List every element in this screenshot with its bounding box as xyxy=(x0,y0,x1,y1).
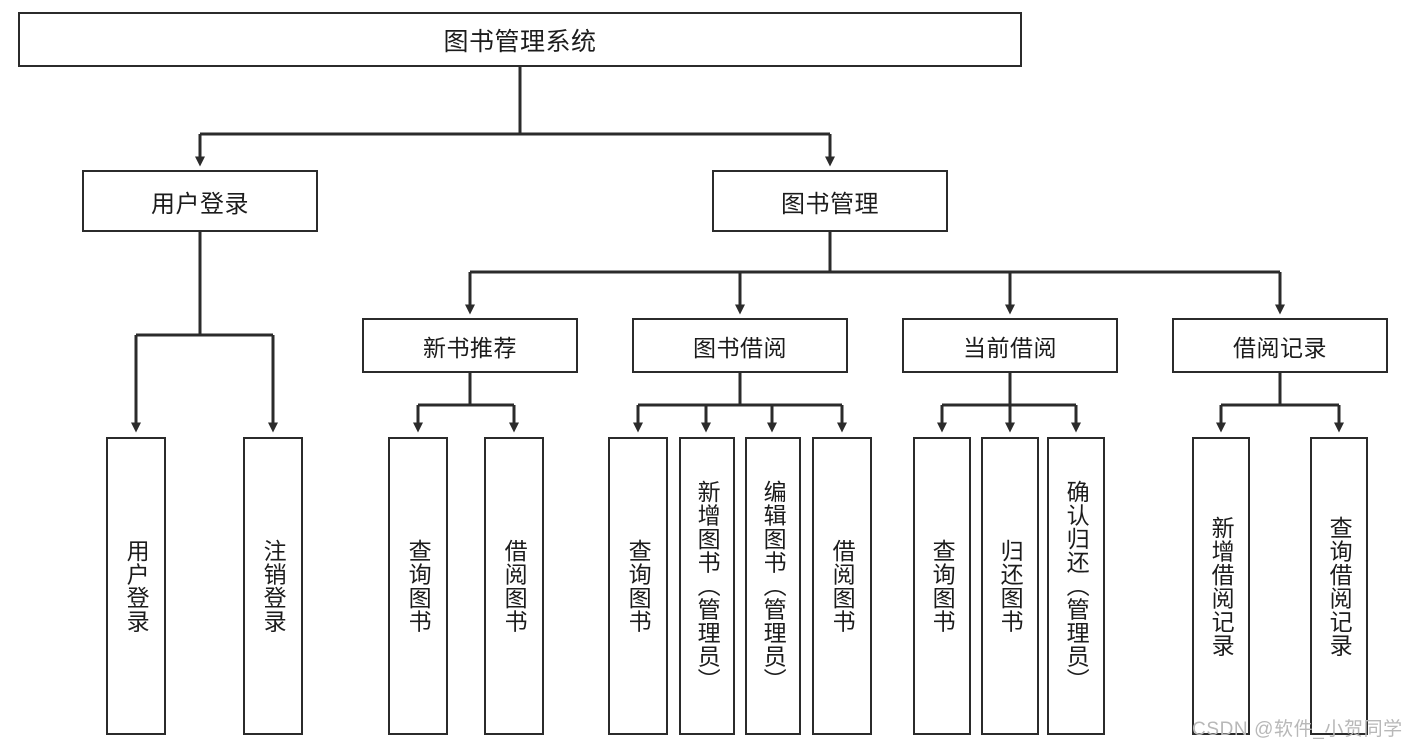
node-label: 新增借阅记录 xyxy=(1208,515,1235,657)
node-label: 查询图书 xyxy=(405,539,432,633)
node-user-login[interactable]: 用户登录 xyxy=(82,170,318,232)
node-book-management[interactable]: 图书管理 xyxy=(712,170,948,232)
node-label: 图书管理系统 xyxy=(443,27,597,56)
node-label: 查询借阅记录 xyxy=(1326,515,1353,657)
node-label: 借阅图书 xyxy=(829,539,856,633)
csdn-watermark: CSDN @软件_小贺同学 xyxy=(1192,719,1403,740)
node-current-borrow[interactable]: 当前借阅 xyxy=(902,318,1118,373)
node-borrow-record[interactable]: 借阅记录 xyxy=(1172,318,1388,373)
node-label: 查询图书 xyxy=(929,539,956,633)
node-label: 借阅记录 xyxy=(1233,334,1327,361)
node-label: 注销登录 xyxy=(260,539,287,633)
leaf-current-return-book[interactable]: 归还图书 xyxy=(981,437,1039,735)
node-label: 图书借阅 xyxy=(693,334,787,361)
leaf-recommend-query-book[interactable]: 查询图书 xyxy=(388,437,448,735)
node-label: 编辑图书（管理员） xyxy=(760,480,787,692)
node-label: 当前借阅 xyxy=(963,334,1057,361)
leaf-user-login[interactable]: 用户登录 xyxy=(106,437,166,735)
node-label: 查询图书 xyxy=(625,539,652,633)
leaf-borrow-add-book-admin[interactable]: 新增图书（管理员） xyxy=(679,437,735,735)
node-label: 用户登录 xyxy=(151,190,249,218)
node-label: 新书推荐 xyxy=(423,334,517,361)
leaf-record-query-borrow-record[interactable]: 查询借阅记录 xyxy=(1310,437,1368,735)
node-label: 用户登录 xyxy=(123,539,150,633)
leaf-user-logout[interactable]: 注销登录 xyxy=(243,437,303,735)
leaf-current-confirm-return-admin[interactable]: 确认归还（管理员） xyxy=(1047,437,1105,735)
leaf-borrow-query-book[interactable]: 查询图书 xyxy=(608,437,668,735)
node-root-system[interactable]: 图书管理系统 xyxy=(18,12,1022,67)
leaf-borrow-edit-book-admin[interactable]: 编辑图书（管理员） xyxy=(745,437,801,735)
node-label: 借阅图书 xyxy=(501,539,528,633)
leaf-borrow-borrow-book[interactable]: 借阅图书 xyxy=(812,437,872,735)
node-book-borrow[interactable]: 图书借阅 xyxy=(632,318,848,373)
node-label: 图书管理 xyxy=(781,190,879,218)
node-label: 确认归还（管理员） xyxy=(1063,480,1090,692)
node-label: 归还图书 xyxy=(997,539,1024,633)
leaf-recommend-borrow-book[interactable]: 借阅图书 xyxy=(484,437,544,735)
leaf-current-query-book[interactable]: 查询图书 xyxy=(913,437,971,735)
node-new-book-recommend[interactable]: 新书推荐 xyxy=(362,318,578,373)
node-label: 新增图书（管理员） xyxy=(694,480,721,692)
leaf-record-add-borrow-record[interactable]: 新增借阅记录 xyxy=(1192,437,1250,735)
